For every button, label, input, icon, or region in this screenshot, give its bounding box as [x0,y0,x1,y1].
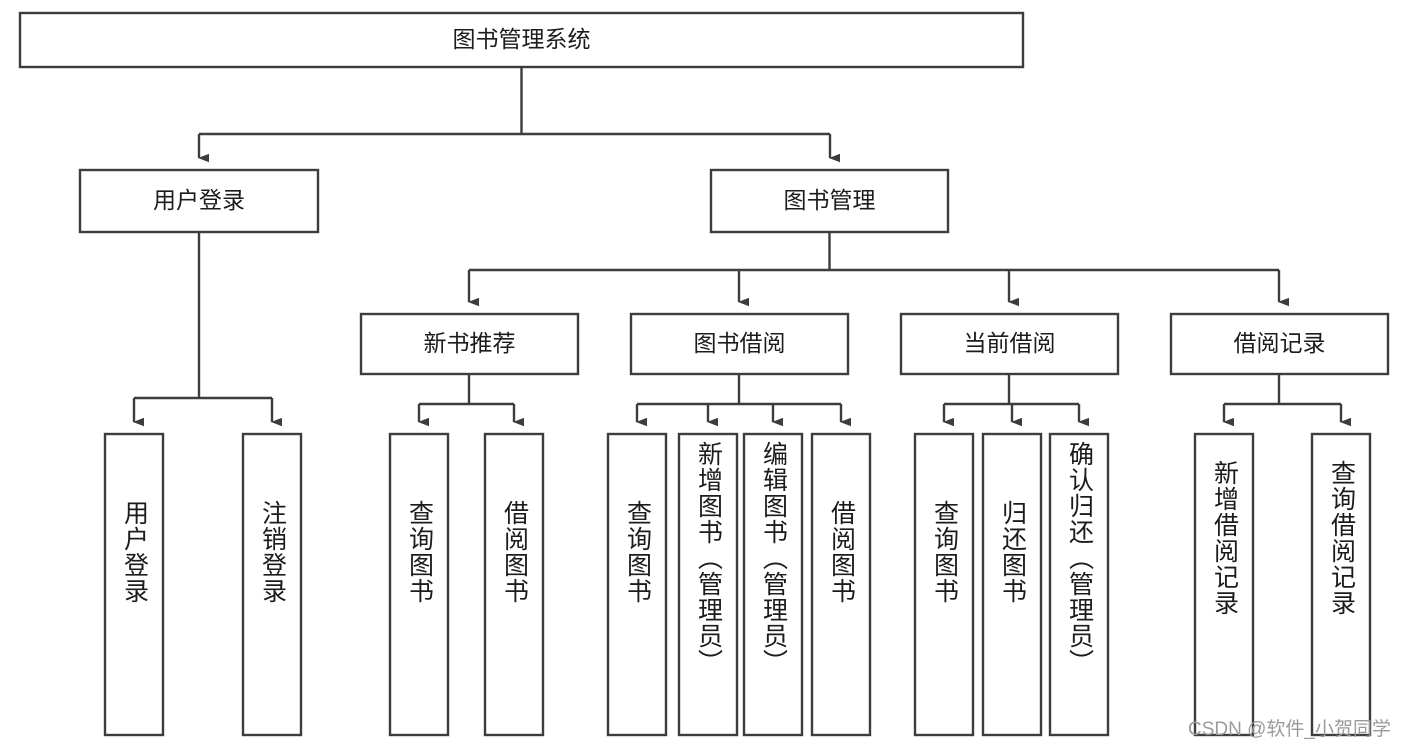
node-borrow-record-label: 借阅记录 [1234,330,1326,356]
node-book-borrow[interactable]: 图书借阅 [629,312,850,376]
node-current-borrow-box[interactable] [899,312,1120,376]
node-current-borrow[interactable]: 当前借阅 [899,312,1120,376]
csdn-watermark: CSDN @软件_小贺同学 [1188,719,1391,740]
node-root-box[interactable] [18,11,1025,69]
node-leaf-borrow-book-recommend-box[interactable] [483,432,545,737]
node-new-book-recommend-label: 新书推荐 [424,330,516,356]
node-leaf-add-book-box[interactable] [677,432,739,737]
node-user-login-box[interactable] [78,168,320,234]
node-leaf-edit-book-box[interactable] [742,432,804,737]
node-book-manage-label: 图书管理 [784,187,876,213]
node-leaf-confirm-return-box[interactable] [1048,432,1110,737]
node-new-book-recommend[interactable]: 新书推荐 [359,312,580,376]
node-current-borrow-label: 当前借阅 [964,330,1056,356]
node-leaf-query-book-borrow-box[interactable] [606,432,668,737]
node-new-book-recommend-box[interactable] [359,312,580,376]
node-leaf-query-book-current-box[interactable] [913,432,975,737]
node-root[interactable]: 图书管理系统 [18,11,1025,69]
leaf-box-group [103,432,1372,737]
node-borrow-record[interactable]: 借阅记录 [1169,312,1390,376]
node-leaf-add-borrow-record-box[interactable] [1193,432,1255,737]
node-leaf-borrow-book-box[interactable] [810,432,872,737]
node-book-manage-box[interactable] [709,168,950,234]
node-leaf-user-login-box[interactable] [103,432,165,737]
node-leaf-query-borrow-record-box[interactable] [1310,432,1372,737]
node-leaf-query-book-recommend-box[interactable] [388,432,450,737]
node-borrow-record-box[interactable] [1169,312,1390,376]
node-book-manage[interactable]: 图书管理 [709,168,950,234]
node-user-login[interactable]: 用户登录 [78,168,320,234]
node-leaf-user-logout-box[interactable] [241,432,303,737]
node-user-login-label: 用户登录 [153,187,245,213]
connector-group [132,67,1351,427]
node-root-label: 图书管理系统 [453,26,591,52]
node-book-borrow-label: 图书借阅 [694,330,786,356]
node-leaf-return-book-box[interactable] [981,432,1043,737]
node-book-borrow-box[interactable] [629,312,850,376]
